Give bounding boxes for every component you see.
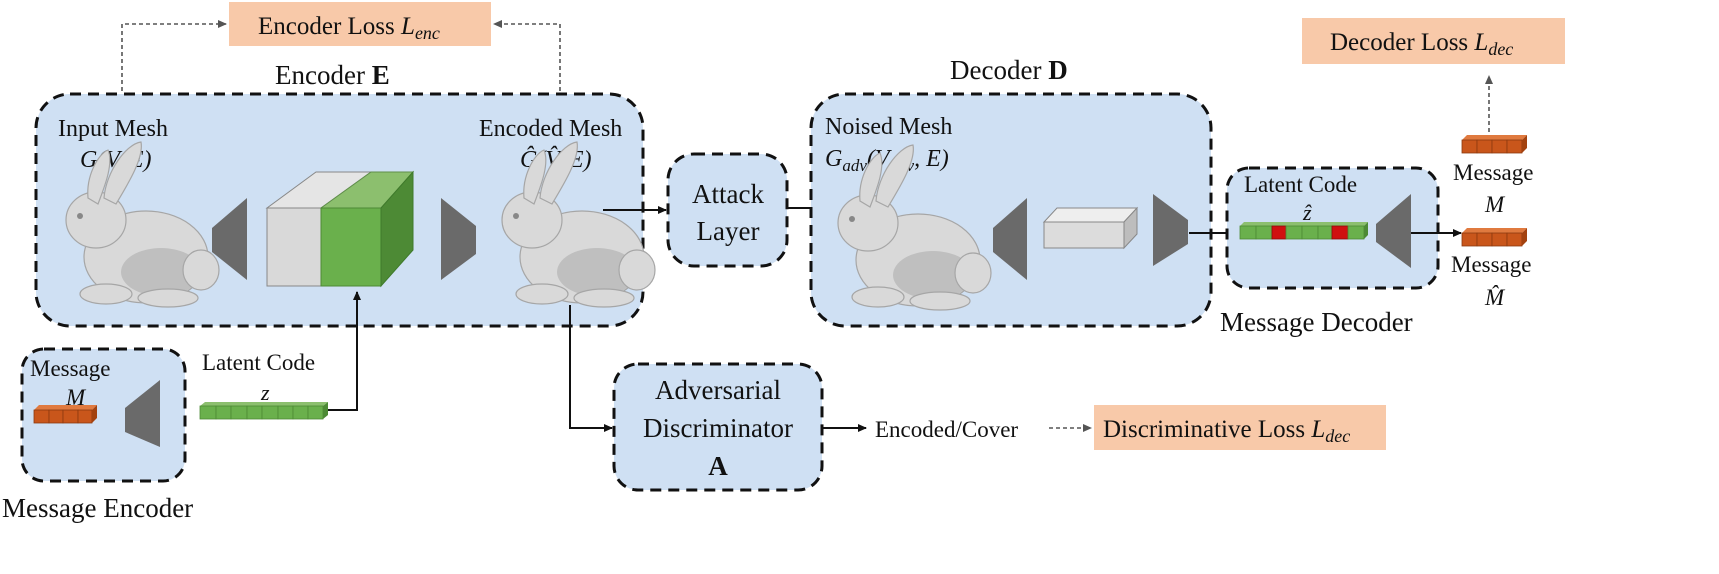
discriminator-letter: A	[708, 451, 728, 481]
latent-code-label-left: Latent Code	[202, 350, 315, 375]
cube-front-green	[320, 207, 382, 287]
latent-code-strip-right	[1239, 222, 1368, 240]
cube-front-gray	[266, 207, 322, 287]
encoded-to-enc-loss-arrow	[493, 20, 561, 105]
attack-layer-box	[666, 152, 789, 268]
encoded-to-discriminator-arrow	[569, 305, 613, 432]
message-in-label: Message	[30, 356, 110, 381]
encoder-upsample-icon	[441, 198, 476, 280]
message-out-symbol: M	[1484, 192, 1506, 217]
latent-code-strip-left	[199, 402, 328, 420]
message-hat-strip	[1461, 228, 1527, 247]
attack-layer-line1: Attack	[692, 179, 764, 209]
disc-loss-box	[1094, 405, 1386, 450]
cube-side-green	[380, 170, 414, 288]
message-hat-label: Message	[1451, 252, 1531, 277]
input-mesh-label: Input Mesh	[58, 116, 168, 142]
latent-symbol-left: z	[260, 380, 270, 405]
message-out-label: Message	[1453, 160, 1533, 185]
attack-layer-line2: Layer	[697, 216, 760, 246]
message-encoder-box	[20, 347, 187, 483]
message-in-symbol: M	[65, 385, 87, 410]
decoder-downsample-icon	[993, 198, 1027, 280]
latent-to-encoder-arrow	[328, 291, 361, 411]
encoder-title: Encoder E	[275, 60, 390, 90]
decoder-title: Decoder D	[950, 55, 1068, 85]
message-encoder-title: Message Encoder	[2, 493, 193, 523]
decoder-upsample-icon	[1153, 194, 1188, 266]
encoder-loss-box	[229, 2, 491, 46]
disc-loss-label: Discriminative Loss Ldec	[1103, 416, 1350, 446]
encoded-mesh-label: Encoded Mesh	[479, 116, 622, 142]
message-decoder-title: Message Decoder	[1220, 307, 1413, 337]
decoder-loss-label: Decoder Loss Ldec	[1330, 29, 1513, 59]
encoder-loss-label: Encoder Loss Lenc	[258, 13, 440, 43]
message-out-strip	[1461, 135, 1527, 154]
message-hat-symbol: M̂	[1484, 284, 1506, 310]
decoder-block-front	[1043, 221, 1125, 249]
input-to-enc-loss-arrow	[121, 20, 227, 105]
message-decoder-icon	[1376, 194, 1411, 268]
latent-code-label-right: Latent Code	[1244, 172, 1357, 197]
encoded-cover-label: Encoded/Cover	[875, 417, 1018, 442]
noised-mesh-label: Noised Mesh	[825, 114, 952, 140]
discriminator-line2: Discriminator	[643, 413, 793, 443]
decoder-block-top	[1042, 207, 1139, 223]
decoder-loss-box	[1302, 18, 1565, 64]
discriminator-line1: Adversarial	[655, 375, 781, 405]
message-in-strip	[33, 405, 97, 424]
latent-symbol-right: ẑ	[1302, 200, 1312, 225]
message-encoder-icon	[125, 380, 160, 447]
decoder-block-side	[1123, 206, 1138, 250]
encoder-downsample-icon	[212, 198, 247, 280]
